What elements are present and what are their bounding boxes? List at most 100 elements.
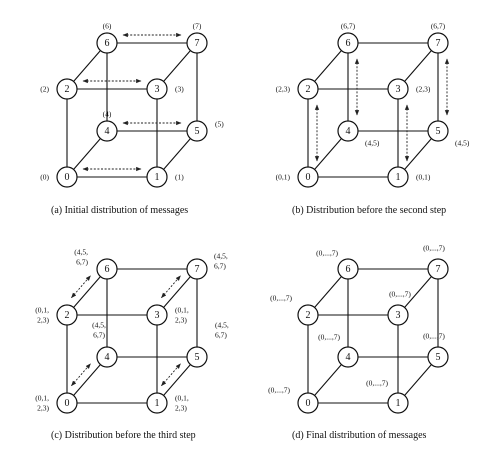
node-circle bbox=[186, 258, 208, 280]
node-circle bbox=[56, 304, 78, 326]
node-id: 5 bbox=[195, 352, 200, 363]
node-id: 1 bbox=[396, 172, 401, 183]
message-label-node-7: (7) bbox=[193, 22, 202, 31]
node-circle bbox=[387, 304, 409, 326]
node-id: 6 bbox=[105, 38, 110, 49]
node-5: 5 bbox=[427, 346, 449, 368]
node-id: 2 bbox=[65, 310, 70, 321]
panel-caption: (c) Distribution before the third step bbox=[51, 430, 196, 441]
node-circle bbox=[337, 346, 359, 368]
node-3: 3 bbox=[146, 78, 168, 100]
message-label-node-1: (1) bbox=[175, 173, 184, 182]
node-1: 1 bbox=[146, 392, 168, 414]
message-label-node-1: (0,1,2,3) bbox=[175, 394, 189, 413]
node-id: 4 bbox=[346, 126, 351, 137]
node-id: 4 bbox=[346, 352, 351, 363]
node-id: 5 bbox=[436, 126, 441, 137]
node-id: 1 bbox=[396, 398, 401, 409]
node-circle bbox=[387, 392, 409, 414]
node-0: 0 bbox=[56, 166, 78, 188]
node-id: 5 bbox=[195, 126, 200, 137]
node-circle bbox=[146, 304, 168, 326]
node-circle bbox=[146, 78, 168, 100]
node-id: 0 bbox=[306, 172, 311, 183]
node-5: 5 bbox=[186, 346, 208, 368]
node-id: 1 bbox=[155, 398, 160, 409]
node-id: 7 bbox=[195, 264, 200, 275]
message-label-node-2: (0,1,2,3) bbox=[35, 306, 49, 325]
node-3: 3 bbox=[146, 304, 168, 326]
message-label-node-4: (4,5,6,7) bbox=[92, 321, 106, 340]
node-circle bbox=[297, 392, 319, 414]
node-4: 4 bbox=[337, 346, 359, 368]
node-circle bbox=[146, 166, 168, 188]
node-circle bbox=[427, 258, 449, 280]
node-6: 6 bbox=[96, 258, 118, 280]
node-0: 0 bbox=[56, 392, 78, 414]
message-label-node-4: (0,...,7) bbox=[318, 333, 340, 342]
node-3: 3 bbox=[387, 78, 409, 100]
message-label-node-2: (2) bbox=[40, 85, 49, 94]
panel-caption: (d) Final distribution of messages bbox=[292, 430, 427, 441]
node-circle bbox=[427, 32, 449, 54]
node-id: 1 bbox=[155, 172, 160, 183]
node-6: 6 bbox=[96, 32, 118, 54]
node-4: 4 bbox=[337, 120, 359, 142]
node-0: 0 bbox=[297, 166, 319, 188]
message-label-node-6: (4,5,6,7) bbox=[74, 248, 88, 267]
node-circle bbox=[56, 166, 78, 188]
node-7: 7 bbox=[186, 32, 208, 54]
node-1: 1 bbox=[146, 166, 168, 188]
node-circle bbox=[146, 392, 168, 414]
node-1: 1 bbox=[387, 166, 409, 188]
node-circle bbox=[427, 120, 449, 142]
message-label-node-5: (4,5,6,7) bbox=[215, 321, 229, 340]
message-label-node-6: (0,...,7) bbox=[316, 249, 338, 258]
node-circle bbox=[186, 346, 208, 368]
node-id: 4 bbox=[105, 352, 110, 363]
node-6: 6 bbox=[337, 32, 359, 54]
node-id: 7 bbox=[436, 264, 441, 275]
message-label-node-7: (4,5,6,7) bbox=[214, 252, 228, 271]
node-id: 2 bbox=[306, 310, 311, 321]
node-circle bbox=[186, 120, 208, 142]
node-1: 1 bbox=[387, 392, 409, 414]
node-id: 6 bbox=[346, 264, 351, 275]
message-label-node-7: (6,7) bbox=[431, 22, 446, 31]
node-7: 7 bbox=[186, 258, 208, 280]
node-circle bbox=[96, 32, 118, 54]
node-id: 3 bbox=[155, 310, 160, 321]
node-id: 6 bbox=[105, 264, 110, 275]
node-circle bbox=[297, 78, 319, 100]
message-label-node-5: (4,5) bbox=[455, 139, 470, 148]
node-3: 3 bbox=[387, 304, 409, 326]
node-5: 5 bbox=[427, 120, 449, 142]
node-circle bbox=[96, 120, 118, 142]
message-label-node-3: (3) bbox=[175, 85, 184, 94]
message-label-node-0: (0,1) bbox=[276, 173, 291, 182]
node-circle bbox=[297, 304, 319, 326]
message-arrow-1-5 bbox=[161, 363, 181, 387]
node-id: 7 bbox=[436, 38, 441, 49]
node-2: 2 bbox=[297, 304, 319, 326]
node-circle bbox=[387, 166, 409, 188]
message-label-node-4: (4) bbox=[103, 110, 112, 119]
node-circle bbox=[337, 258, 359, 280]
node-id: 5 bbox=[436, 352, 441, 363]
message-label-node-3: (0,1,2,3) bbox=[175, 306, 189, 325]
node-circle bbox=[56, 78, 78, 100]
message-label-node-2: (2,3) bbox=[276, 85, 291, 94]
message-label-node-1: (0,...,7) bbox=[366, 379, 388, 388]
node-id: 3 bbox=[396, 310, 401, 321]
message-label-node-5: (5) bbox=[215, 120, 224, 129]
message-label-node-3: (0,...,7) bbox=[389, 290, 411, 299]
node-0: 0 bbox=[297, 392, 319, 414]
node-4: 4 bbox=[96, 120, 118, 142]
node-7: 7 bbox=[427, 258, 449, 280]
message-label-node-6: (6,7) bbox=[341, 22, 356, 31]
panel-caption: (b) Distribution before the second step bbox=[292, 205, 446, 216]
message-label-node-3: (2,3) bbox=[416, 85, 431, 94]
